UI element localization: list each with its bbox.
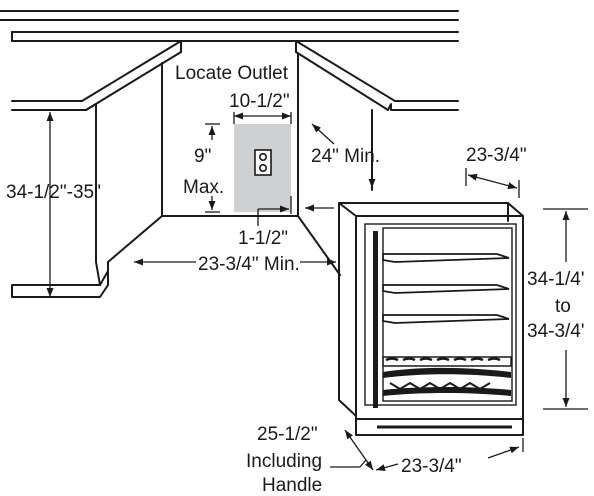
outlet-offset-label: 1-1/2" [238, 228, 288, 249]
unit-depth-top-label: 23-3/4" [466, 145, 527, 166]
outlet-icon [254, 149, 272, 176]
outlet-width-label: 10-1/2" [229, 91, 290, 112]
cutout-depth-min-label: 24" Min. [311, 146, 380, 167]
unit-height-to-label: to [555, 296, 571, 317]
beverage-center-unit [338, 202, 524, 436]
cabinet-outline [0, 10, 459, 298]
unit-height-low-label: 34-1/4' [527, 269, 585, 290]
depth-handle-handle-label: Handle [262, 475, 322, 496]
unit-height-high-label: 34-3/4' [527, 321, 585, 342]
door-handle [373, 231, 378, 408]
depth-handle-value-label: 25-1/2" [257, 424, 318, 445]
dimension-lines [46, 112, 588, 472]
unit-width-bottom-label: 23-3/4" [401, 456, 462, 477]
cutout-height-label: 34-1/2"-35" [6, 182, 101, 203]
locate-outlet-label: Locate Outlet [175, 63, 289, 84]
outlet-height-label: 9" [194, 146, 211, 167]
cutout-width-min-label: 23-3/4" Min. [198, 254, 300, 275]
depth-handle-including-label: Including [246, 451, 322, 472]
outlet-height-max-label: Max. [183, 177, 224, 198]
